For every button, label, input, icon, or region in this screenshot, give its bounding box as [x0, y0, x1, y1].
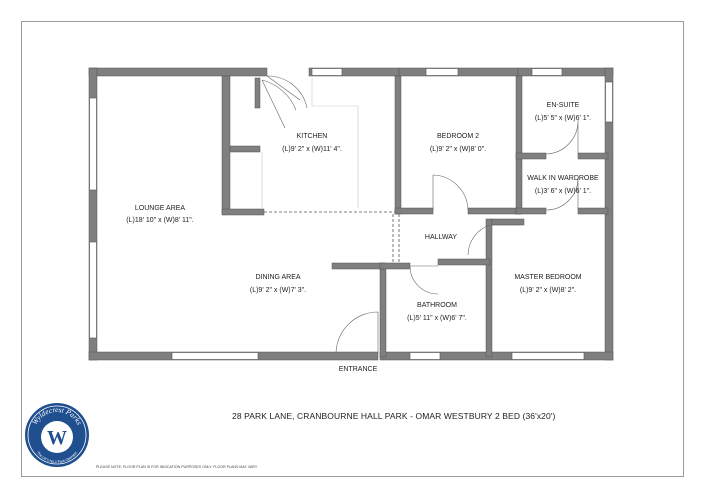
wall-bath-top: [437, 258, 491, 266]
room-kitchen-name: KITCHEN: [296, 133, 328, 140]
room-kitchen-dims: (L)9' 2" x (W)11' 4".: [282, 146, 342, 153]
room-master-dims: (L)9' 2" x (W)8' 2".: [519, 287, 577, 294]
room-master-name: MASTER BEDROOM: [514, 274, 582, 281]
door-bath-swing: [409, 265, 439, 295]
window-dining-bottom: [171, 352, 259, 360]
logo-ring: [27, 405, 87, 465]
wall-wardrobe-bottom-b: [577, 207, 609, 215]
walls: [88, 67, 614, 361]
room-dining-name: DINING AREA: [255, 274, 301, 281]
door-ensuite-swing: [545, 119, 579, 155]
door-swings: [261, 75, 579, 355]
room-dining-dims: (L)9' 2" x (W)7' 3".: [249, 287, 307, 294]
room-bathroom-name: BATHROOM: [417, 302, 457, 309]
window-kitchen-top: [311, 68, 343, 76]
wall-ensuite-left: [515, 75, 523, 215]
wyldecrest-logo: Wyldecrest Parks W The UK's No.1 Park Op…: [25, 403, 89, 467]
room-hallway-name: HALLWAY: [424, 234, 458, 241]
wall-bath-left: [379, 262, 387, 358]
page-frame: [21, 21, 684, 477]
wall-dining-stub: [331, 262, 385, 270]
window-bath-bottom: [409, 352, 441, 360]
window-lounge-left: [89, 97, 97, 191]
room-ensuite-name: EN-SUITE: [546, 102, 580, 109]
wall-bed2-left: [394, 75, 402, 215]
wall-top-left: [88, 67, 268, 77]
wall-bed2-bottom-a: [394, 207, 434, 215]
room-lounge-dims: (L)18' 10" x (W)8' 11".: [126, 217, 194, 224]
wall-bath-top-left: [379, 262, 411, 270]
logo-letter: W: [47, 427, 67, 449]
window-master-bottom: [511, 352, 585, 360]
door-wardrobe-swing: [545, 177, 579, 211]
door-cupboard-swing: [261, 79, 297, 129]
wall-kitchen-cupboard: [229, 145, 261, 153]
room-wardrobe-dims: (L)3' 6" x (W)6' 1".: [534, 188, 592, 195]
room-wardrobe-name: WALK IN WARDROBE: [527, 175, 599, 182]
door-entrance-swing: [335, 311, 379, 355]
kitchen-outline: [261, 78, 359, 208]
room-bedroom2-dims: (L)9' 2" x (W)8' 0".: [429, 146, 487, 153]
window-ensuite-top: [531, 68, 563, 76]
open-plan-dashes: [264, 211, 400, 263]
wall-master-left: [485, 218, 493, 358]
door-bed2-swing: [432, 174, 469, 211]
kitchen-counter-outline: [311, 78, 359, 208]
wall-kitchen-left: [221, 75, 231, 215]
plan-caption: 28 PARK LANE, CRANBOURNE HALL PARK - OMA…: [232, 411, 556, 421]
logo-inner-circle: [41, 421, 73, 453]
window-bed2-top: [425, 68, 459, 76]
wall-top-bed2: [398, 67, 519, 77]
entrance-label: ENTRANCE: [338, 366, 378, 373]
room-bedroom2-name: BEDROOM 2: [436, 133, 480, 140]
door-kitchen-swing: [266, 75, 308, 109]
room-lounge-name: LOUNGE AREA: [134, 205, 186, 212]
wall-ensuite-bottom-b: [577, 152, 609, 160]
wall-kitchen-diag: [254, 77, 261, 109]
wall-master-top: [489, 218, 525, 226]
window-lounge-left-2: [89, 241, 97, 339]
wall-ensuite-bottom-a: [515, 152, 547, 160]
disclaimer-text: PLEASE NOTE: FLOOR PLAN IS FOR INDICATIO…: [96, 465, 258, 469]
wall-bed2-bottom-b: [467, 207, 521, 215]
wall-wardrobe-bottom-a: [515, 207, 547, 215]
door-master-swing: [467, 224, 522, 256]
window-ensuite-right: [605, 81, 613, 123]
room-ensuite-dims: (L)5' 5" x (W)6' 1".: [534, 115, 592, 122]
windows: [89, 68, 613, 360]
wall-kitchen-stub: [221, 208, 265, 216]
room-bathroom-dims: (L)5' 11" x (W)6' 7".: [407, 315, 467, 322]
